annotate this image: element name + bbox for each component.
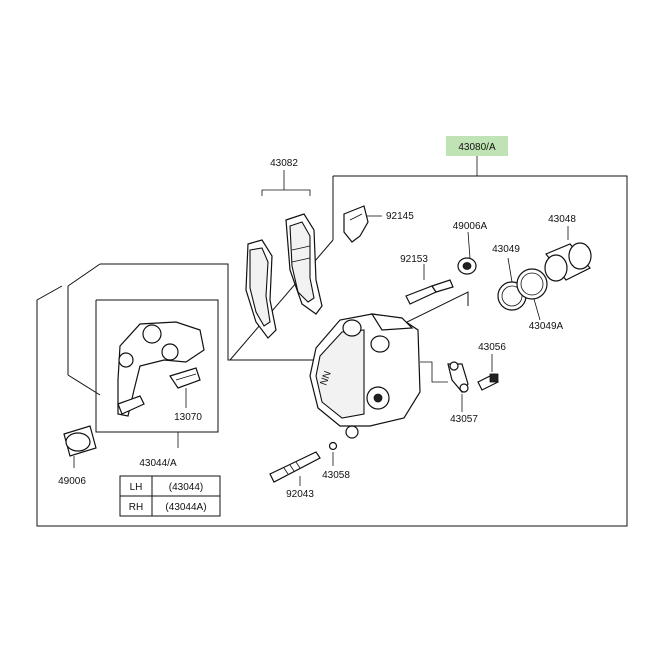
- slide-pin-92043: [269, 451, 321, 483]
- piston: [544, 242, 592, 282]
- label-43044a: 43044/A: [139, 458, 177, 469]
- label-49006: 49006: [58, 476, 86, 487]
- label-92043: 92043: [286, 489, 314, 500]
- assembly-label-highlight: [446, 136, 508, 156]
- pads-leader: [261, 189, 311, 196]
- caliper-body: NN: [309, 313, 421, 439]
- label-43057: 43057: [450, 414, 478, 425]
- dust-seal: [516, 268, 548, 300]
- label-43058: 43058: [322, 470, 350, 481]
- pad-spring: [343, 205, 369, 243]
- label-43048: 43048: [548, 214, 576, 225]
- pad-clip-13070: [169, 367, 201, 389]
- side-table-row1-side: RH: [129, 502, 143, 513]
- assembly-outline: [36, 175, 628, 527]
- leader-caliper-43057: [420, 361, 448, 383]
- side-table-row1-part: (43044A): [165, 502, 206, 513]
- bleeder-valve: [477, 373, 499, 391]
- side-table: LH (43044) RH (43044A): [119, 475, 221, 517]
- label-92145: 92145: [386, 211, 414, 222]
- assembly-inner-outline: [229, 176, 334, 361]
- pin-92153: [405, 279, 454, 305]
- boot-49006a: [457, 257, 477, 275]
- bleeder-cap: [447, 361, 469, 393]
- label-43082: 43082: [270, 158, 298, 169]
- brake-pads: [245, 213, 323, 339]
- leader-49006a: [467, 231, 471, 259]
- boot-49006: [63, 425, 97, 457]
- label-92153: 92153: [400, 254, 428, 265]
- leader-43049: [507, 257, 513, 283]
- label-43056: 43056: [478, 342, 506, 353]
- svg-text:NN: NN: [318, 370, 333, 387]
- leader-43049a: [533, 298, 541, 321]
- label-43049: 43049: [492, 244, 520, 255]
- washer-43058: [328, 441, 338, 451]
- bracket-outline: [67, 263, 469, 433]
- assembly-label: 43080/A: [458, 142, 496, 153]
- label-49006a: 49006A: [453, 221, 488, 232]
- label-43049a: 43049A: [529, 321, 564, 332]
- side-table-row0-side: LH: [130, 482, 143, 493]
- side-table-row0-part: (43044): [169, 482, 203, 493]
- label-13070: 13070: [174, 412, 202, 423]
- caliper-bracket: [117, 321, 205, 417]
